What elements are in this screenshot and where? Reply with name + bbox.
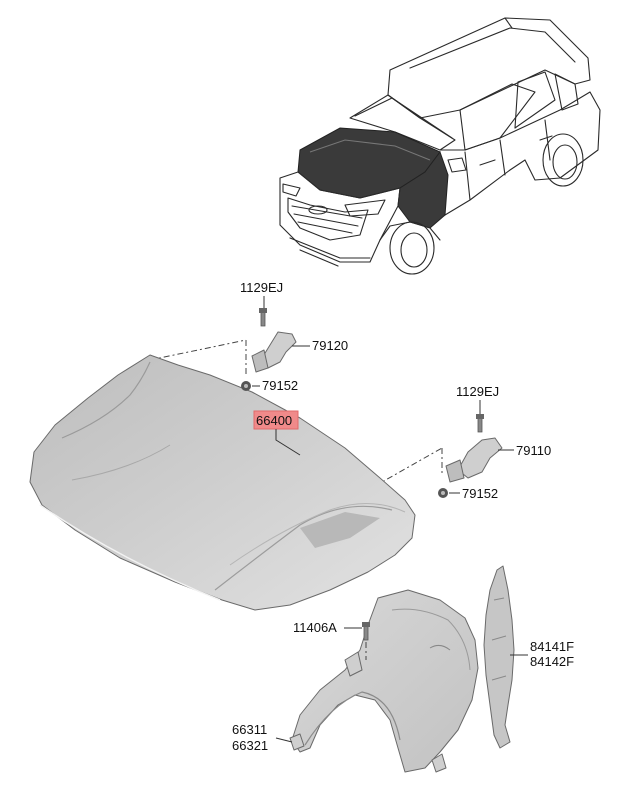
bolt-icon [476,414,484,419]
hinge-right-bracket [457,437,503,479]
label-bolt-right[interactable]: 1129EJ [456,384,499,399]
label-bolt-hinge-left[interactable]: 79152 [262,378,298,393]
fender-bolt-icon [362,622,370,627]
label-bolt-upper[interactable]: 1129EJ [240,280,283,295]
label-cover-left[interactable]: 84141F [530,639,574,654]
leader-lines [149,339,443,487]
fender-cover [483,565,528,749]
label-hinge-right[interactable]: 79110 [516,443,551,458]
label-hinge-left[interactable]: 79120 [312,338,348,353]
fender-panel [275,589,479,773]
hinge-left-bracket [261,331,297,369]
hinge-right-group [438,400,514,498]
hinge-right-dashed-line [374,447,443,487]
hinge-left-dashed-line [149,339,247,361]
bolt-icon [259,308,267,313]
label-fender-left[interactable]: 66311 [232,722,267,737]
label-fender-right[interactable]: 66321 [232,738,268,753]
hinge-left-group [241,296,310,391]
label-fender-bolt[interactable]: 11406A [293,620,337,635]
hood-panel [29,354,416,611]
hood-leader [275,429,301,456]
label-bolt-hinge-right[interactable]: 79152 [462,486,498,501]
part-labels: 1129EJ 79120 79152 66400 1129EJ 79110 79… [232,280,574,753]
vehicle-illustration [279,17,601,275]
label-hood[interactable]: 66400 [256,413,292,428]
label-cover-right[interactable]: 84142F [530,654,574,669]
